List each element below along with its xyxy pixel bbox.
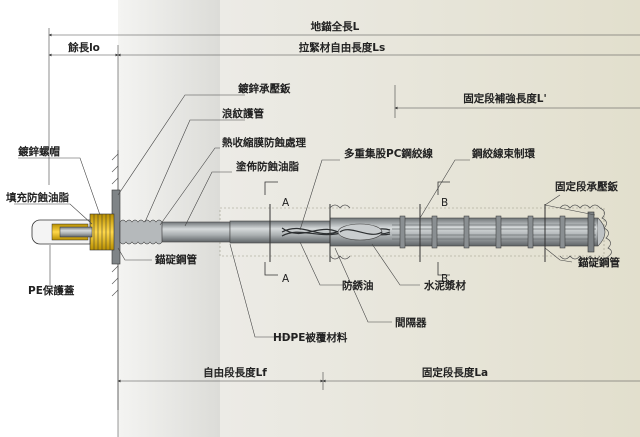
multi-strand-label: 多重集股PC鋼絞線 [344, 147, 433, 160]
grease-coat-label: 塗佈防蝕油脂 [236, 160, 299, 173]
pc-strands [281, 223, 391, 241]
pe-cap-label: PE保護蓋 [28, 284, 75, 297]
hdpe-label: HDPE被覆材料 [273, 331, 348, 344]
anchor-section-length-label: 固定段長度La [422, 366, 488, 379]
rust-oil-label: 防銹油 [342, 279, 374, 292]
section-markers [264, 181, 450, 276]
galvanized-bearing-plate-label: 鍍鋅承壓鈑 [237, 82, 291, 95]
leader-lines [14, 94, 596, 338]
anchor-assembly [31, 181, 612, 276]
corrugated-sheath-shape [119, 219, 163, 245]
remaining-length-label: 餘長lo [67, 41, 100, 54]
soil-nodules [329, 204, 612, 260]
thread-lines [93, 214, 111, 250]
strand-band-rings [399, 215, 566, 249]
galvanized-nut-label: 鍍鋅螺帽 [17, 145, 60, 158]
wall-zone [118, 0, 220, 437]
heat-shrink-label: 熱收縮膜防蝕處理 [222, 136, 306, 149]
anchor-reinforce-length-label: 固定段補強長度L' [463, 92, 546, 105]
section-a-top-label: A [282, 197, 290, 209]
spacers [269, 204, 546, 262]
anchor-steel-pipe-right-label: 錨碇鋼管 [578, 256, 620, 269]
grease-filling-label: 填充防蝕油脂 [6, 191, 69, 204]
tension-free-length-label: 拉緊材自由長度Ls [299, 41, 385, 54]
corrugated-sheath-label: 浪紋護管 [222, 107, 264, 120]
spacer-label: 間隔器 [395, 317, 427, 329]
anchor-steel-pipe-left-label: 錨碇鋼管 [155, 253, 197, 266]
total-length-label: 地錨全長L [311, 20, 360, 33]
anchor-bearing-plate-label: 固定段承壓鈑 [555, 180, 618, 193]
section-b-bottom-label: B [441, 273, 448, 285]
section-b-top-label: B [441, 197, 448, 209]
section-a-bottom-label: A [282, 273, 290, 285]
dimension-lines [48, 28, 640, 410]
free-section-length-label: 自由段長度Lf [203, 366, 267, 379]
cement-grout-label: 水泥漿材 [423, 279, 466, 292]
strand-band-ring-label: 鋼絞線束制環 [471, 147, 535, 160]
anchor-bearing-plate [587, 211, 595, 253]
